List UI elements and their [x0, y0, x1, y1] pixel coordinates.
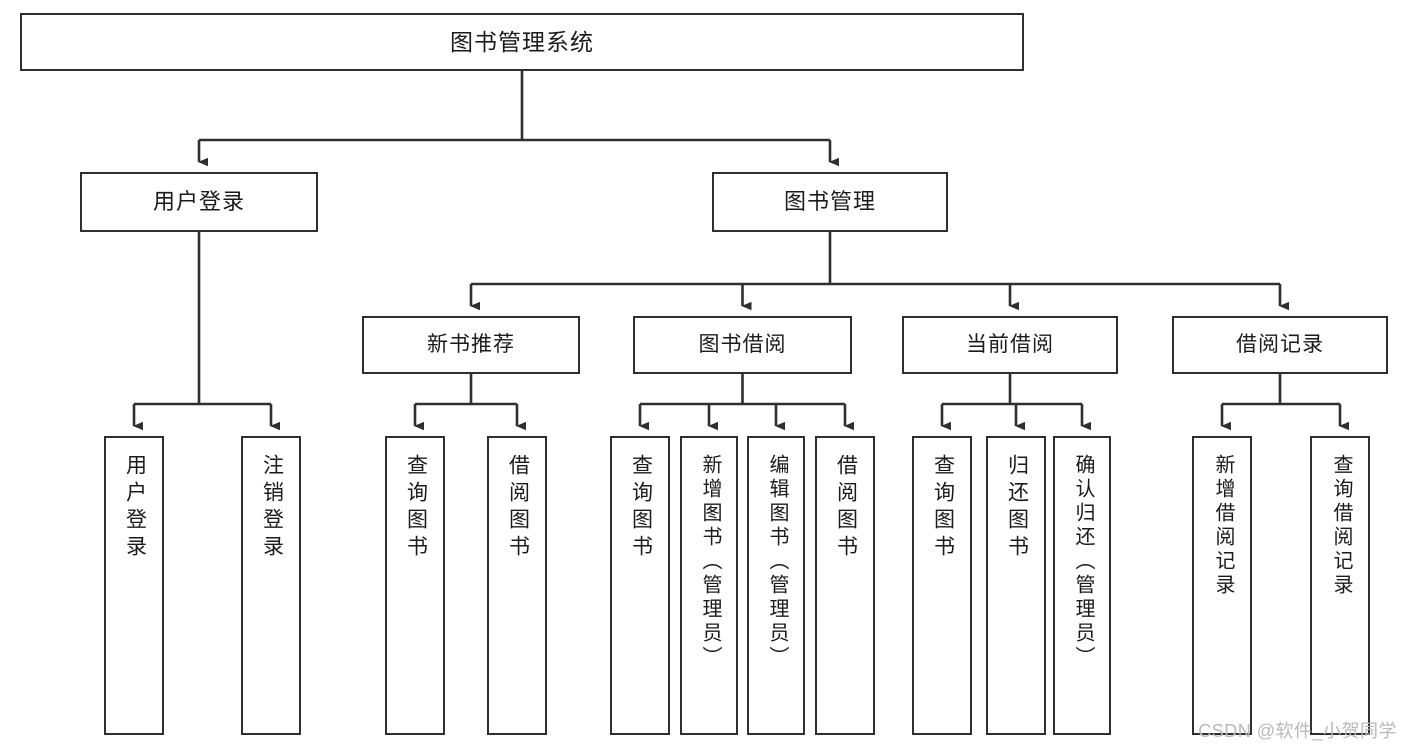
node-leaf-borrow-book-2[interactable]: 借阅图书: [815, 436, 875, 735]
node-label: 借阅图书: [834, 454, 858, 562]
node-label: 归还图书: [1005, 454, 1029, 562]
node-label: 新书推荐: [427, 332, 515, 356]
node-label: 用户登录: [152, 189, 245, 215]
node-label: 确认归还（管理员）: [1072, 454, 1094, 670]
node-leaf-logout-login[interactable]: 注销登录: [241, 436, 301, 735]
node-label: 新增借阅记录: [1212, 454, 1234, 598]
node-leaf-query-record[interactable]: 查询借阅记录: [1310, 436, 1370, 735]
node-leaf-query-book-2[interactable]: 查询图书: [610, 436, 670, 735]
node-book-borrow[interactable]: 图书借阅: [633, 316, 852, 374]
node-label: 查询借阅记录: [1330, 454, 1352, 598]
node-leaf-user-login[interactable]: 用户登录: [104, 436, 164, 735]
node-label: 查询图书: [404, 454, 428, 562]
node-current-borrow[interactable]: 当前借阅: [902, 316, 1118, 374]
node-root-system[interactable]: 图书管理系统: [20, 13, 1024, 71]
node-book-management[interactable]: 图书管理: [712, 172, 948, 232]
node-label: 查询图书: [931, 454, 955, 562]
watermark-text: CSDN @软件_小贺同学: [1198, 721, 1397, 741]
node-label: 图书借阅: [698, 332, 787, 356]
node-leaf-return-book[interactable]: 归还图书: [986, 436, 1046, 735]
node-new-book-recommend[interactable]: 新书推荐: [362, 316, 580, 374]
node-label: 借阅记录: [1236, 332, 1324, 356]
node-label: 当前借阅: [966, 332, 1054, 356]
node-leaf-borrow-book-1[interactable]: 借阅图书: [487, 436, 547, 735]
node-label: 查询图书: [629, 454, 653, 562]
node-leaf-add-record[interactable]: 新增借阅记录: [1192, 436, 1252, 735]
node-label: 注销登录: [260, 454, 284, 562]
node-label: 编辑图书（管理员）: [766, 454, 788, 670]
node-label: 用户登录: [123, 454, 147, 562]
node-leaf-confirm-return[interactable]: 确认归还（管理员）: [1053, 436, 1111, 735]
node-label: 借阅图书: [506, 454, 530, 562]
node-user-login[interactable]: 用户登录: [80, 172, 318, 232]
node-leaf-query-book-1[interactable]: 查询图书: [385, 436, 445, 735]
node-label: 图书管理系统: [450, 28, 594, 55]
node-leaf-edit-book[interactable]: 编辑图书（管理员）: [747, 436, 805, 735]
node-leaf-add-book[interactable]: 新增图书（管理员）: [680, 436, 738, 735]
node-leaf-query-book-3[interactable]: 查询图书: [912, 436, 972, 735]
node-label: 图书管理: [783, 189, 876, 215]
node-label: 新增图书（管理员）: [699, 454, 721, 670]
node-borrow-record[interactable]: 借阅记录: [1172, 316, 1388, 374]
